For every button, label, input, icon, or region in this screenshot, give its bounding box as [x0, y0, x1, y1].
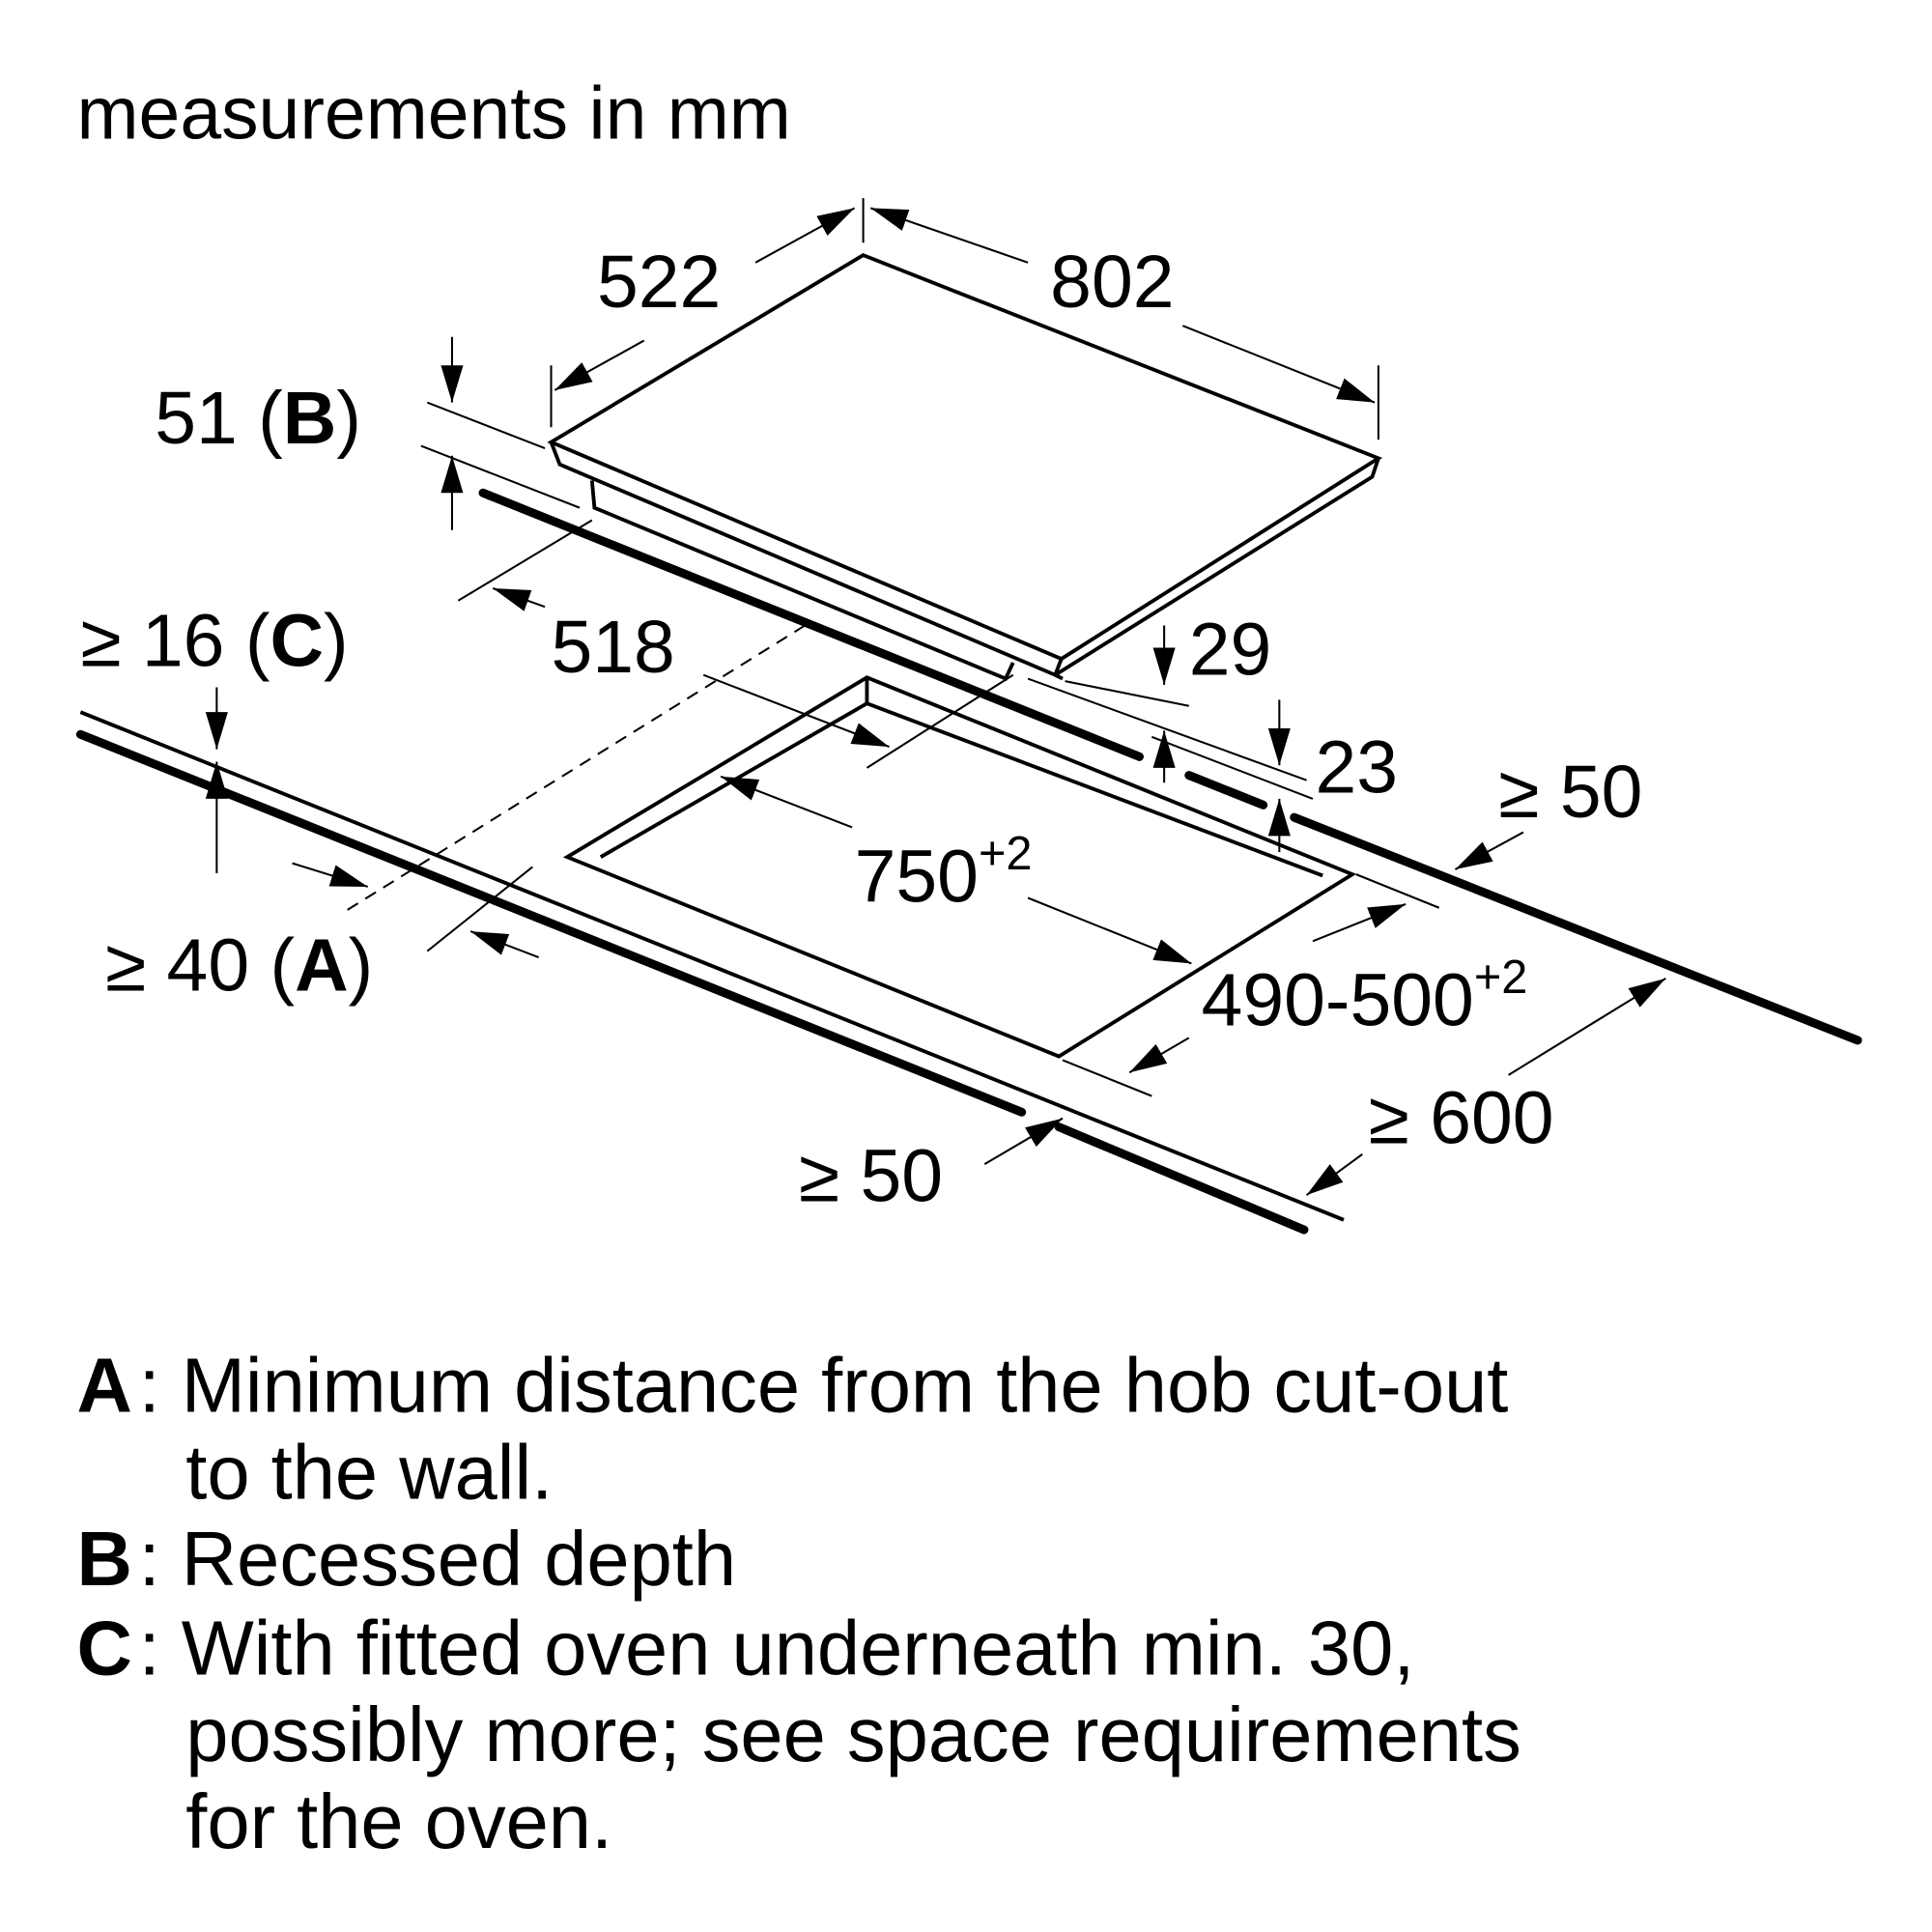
- legend-text-a-1: : Minimum distance from the hob cut-out: [139, 1343, 1509, 1429]
- dimension-lines: [205, 198, 1666, 1197]
- legend-text-b-1: : Recessed depth: [139, 1516, 736, 1602]
- legend-text-c-3: for the oven.: [185, 1778, 612, 1864]
- legend-key-a: A: [76, 1343, 131, 1429]
- dim-side-right: ≥ 50: [1498, 751, 1642, 834]
- dim-hob-width: 802: [1050, 241, 1174, 324]
- dim-wall-min: ≥ 40 (A): [105, 924, 373, 1008]
- dim-29: 29: [1189, 609, 1272, 692]
- legend-text-c-1: : With fitted oven underneath min. 30,: [139, 1605, 1415, 1690]
- dim-cutout-width: 750+2: [855, 828, 1033, 918]
- dim-cutout-depth: 490-500+2: [1202, 952, 1528, 1041]
- legend-text-c-2: possibly more; see space requirements: [185, 1691, 1521, 1777]
- dim-inner-depth: 518: [552, 606, 675, 689]
- dim-worktop-depth: ≥ 600: [1369, 1076, 1554, 1159]
- dim-recessed-depth: 51 (B): [155, 377, 361, 460]
- hob-drawing: [547, 252, 1383, 682]
- worktop-drawing: [75, 488, 1862, 1235]
- dim-front-min: ≥ 50: [799, 1135, 943, 1218]
- dim-hob-depth: 522: [597, 241, 721, 324]
- legend-text-a-2: to the wall.: [185, 1429, 553, 1515]
- page-title: measurements in mm: [76, 72, 790, 156]
- legend-key-c: C: [76, 1605, 131, 1690]
- legend: A : Minimum distance from the hob cut-ou…: [76, 1343, 1520, 1864]
- dim-23: 23: [1316, 726, 1399, 810]
- dim-worktop-min: ≥ 16 (C): [80, 600, 348, 683]
- legend-key-b: B: [76, 1516, 131, 1602]
